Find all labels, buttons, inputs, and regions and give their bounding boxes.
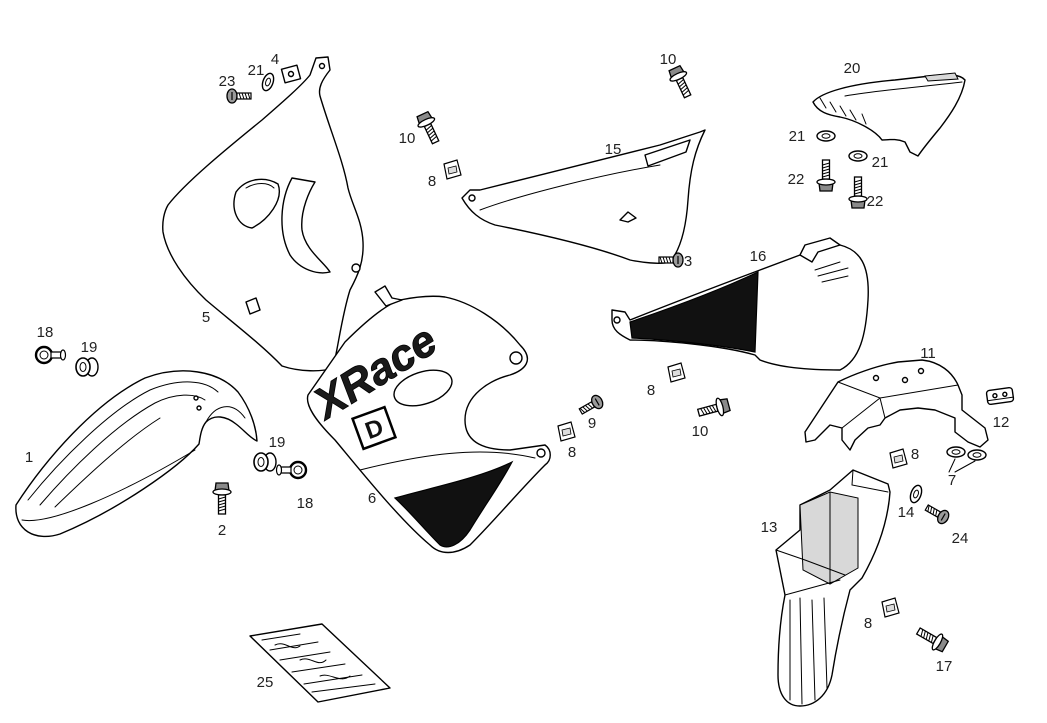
bolt-17 xyxy=(913,622,951,655)
clip-8-cover xyxy=(667,362,686,383)
leader-7 xyxy=(948,458,976,473)
callout-8: 8 xyxy=(568,444,576,461)
callout-10: 10 xyxy=(660,51,677,68)
right-side-cover xyxy=(611,237,869,371)
seat-tail xyxy=(812,72,966,157)
washer-7-b xyxy=(967,449,987,461)
rear-mudguard xyxy=(775,469,891,707)
callout-21: 21 xyxy=(789,128,806,145)
callout-23: 23 xyxy=(219,73,236,90)
panel-badge: D xyxy=(350,405,398,451)
clip-ring-18-left xyxy=(34,345,67,365)
callout-21: 21 xyxy=(248,62,265,79)
callout-6: 6 xyxy=(368,490,376,507)
callout-9: 9 xyxy=(588,415,596,432)
bolt-10-lower xyxy=(695,395,732,423)
decal-sheet xyxy=(249,623,391,703)
callout-4: 4 xyxy=(271,51,279,68)
callout-22: 22 xyxy=(867,193,884,210)
callout-labels: 23 21 4 5 18 19 1 19 18 2 6 10 8 15 10 3… xyxy=(25,51,1010,691)
callout-8: 8 xyxy=(911,446,919,463)
clip-8-mudguard xyxy=(881,597,900,618)
callout-14: 14 xyxy=(898,504,915,521)
callout-20: 20 xyxy=(844,60,861,77)
callout-24: 24 xyxy=(952,530,969,547)
bolt-2 xyxy=(212,482,232,515)
panel-oval-hole xyxy=(393,369,453,407)
screw-9 xyxy=(576,392,606,419)
callout-8: 8 xyxy=(428,173,436,190)
callout-8: 8 xyxy=(864,615,872,632)
callout-19: 19 xyxy=(81,339,98,356)
bolt-10-upper-left xyxy=(413,109,445,147)
washer-21-seat-right xyxy=(848,150,868,162)
callout-18: 18 xyxy=(297,495,314,512)
left-side-panel xyxy=(162,56,364,372)
front-fender xyxy=(15,370,258,538)
callout-10: 10 xyxy=(692,423,709,440)
callout-21: 21 xyxy=(872,154,889,171)
callout-16: 16 xyxy=(750,248,767,265)
panel-black-band xyxy=(393,460,514,548)
upper-rear-cover xyxy=(461,129,706,264)
callout-15: 15 xyxy=(605,141,622,158)
callout-25: 25 xyxy=(257,674,274,691)
bolt-10-top xyxy=(665,63,697,101)
callout-22: 22 xyxy=(788,171,805,188)
clip-8-upper xyxy=(443,159,462,180)
callout-7: 7 xyxy=(948,472,956,489)
callout-3: 3 xyxy=(684,253,692,270)
clip-ring-18-right xyxy=(275,460,308,480)
callout-5: 5 xyxy=(202,309,210,326)
callout-1: 1 xyxy=(25,449,33,466)
screw-23 xyxy=(226,88,252,104)
rear-fender-bracket xyxy=(804,359,989,451)
callout-11: 11 xyxy=(920,345,936,362)
washer-7-a xyxy=(946,446,966,458)
callout-19: 19 xyxy=(269,434,286,451)
clip-8-panel xyxy=(557,421,576,442)
callout-12: 12 xyxy=(993,414,1010,431)
bolt-22-left xyxy=(816,159,836,192)
grommet-19-right xyxy=(253,452,277,472)
grommet-19-left xyxy=(75,357,99,377)
callout-18: 18 xyxy=(37,324,54,341)
washer-14 xyxy=(907,483,925,505)
license-clip xyxy=(985,386,1015,406)
washer-21-seat-left xyxy=(816,130,836,142)
bolt-22-right xyxy=(848,176,868,209)
callout-10: 10 xyxy=(399,130,416,147)
clip-4 xyxy=(280,64,302,84)
screw-24 xyxy=(922,500,952,527)
callout-2: 2 xyxy=(218,522,226,539)
clip-8-bracket xyxy=(889,448,908,469)
callout-8: 8 xyxy=(647,382,655,399)
callout-17: 17 xyxy=(936,658,953,675)
callout-13: 13 xyxy=(761,519,778,536)
